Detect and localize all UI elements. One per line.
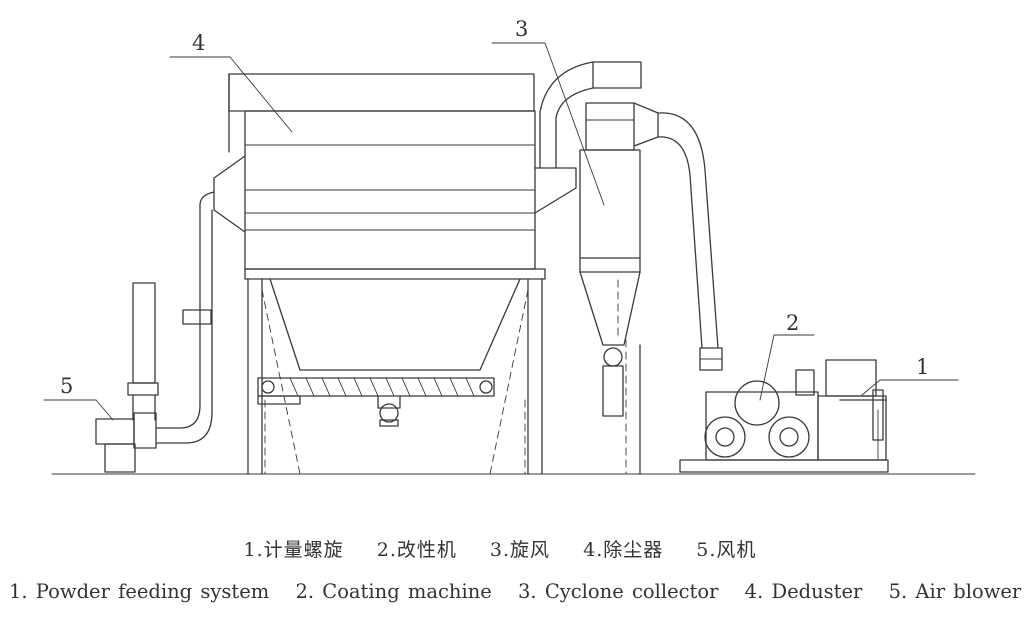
legend-cn-2: 2.改性机 [376,539,457,561]
process-diagram: 4 3 2 1 5 1.计量螺旋 2.改性机 3.旋风 4.除尘器 5.风机 1… [0,17,1021,603]
callout-4: 4 [192,31,205,55]
legend-en-4: 4. Deduster [744,580,863,603]
legend-cn-5: 5.风机 [696,539,757,561]
callout-5: 5 [60,374,73,398]
legend-cn-3: 3.旋风 [489,539,551,561]
legend-en-3: 3. Cyclone collector [518,580,719,603]
legend-chinese: 1.计量螺旋 2.改性机 3.旋风 4.除尘器 5.风机 [0,535,1000,562]
screw-conveyor [257,377,495,427]
legend-cn-4: 4.除尘器 [583,539,664,561]
callout-3: 3 [515,17,528,41]
deduster [213,73,577,475]
air-duct [657,112,723,371]
equipment-drawing: 4 3 2 1 5 [43,17,976,475]
legend-english: 1. Powder feeding system 2. Coating mach… [0,580,1021,603]
callout-1: 1 [916,355,929,379]
air-blower [95,191,215,473]
legend-en-1: 1. Powder feeding system [9,580,270,603]
legend-en-5: 5. Air blower [888,580,1022,603]
legend-cn-1: 1.计量螺旋 [243,539,344,561]
legend-en-2: 2. Coating machine [295,580,492,603]
cyclone-collector [539,61,659,475]
callout-2: 2 [786,311,799,335]
coating-machine [679,359,889,473]
leader-lines [43,42,959,421]
